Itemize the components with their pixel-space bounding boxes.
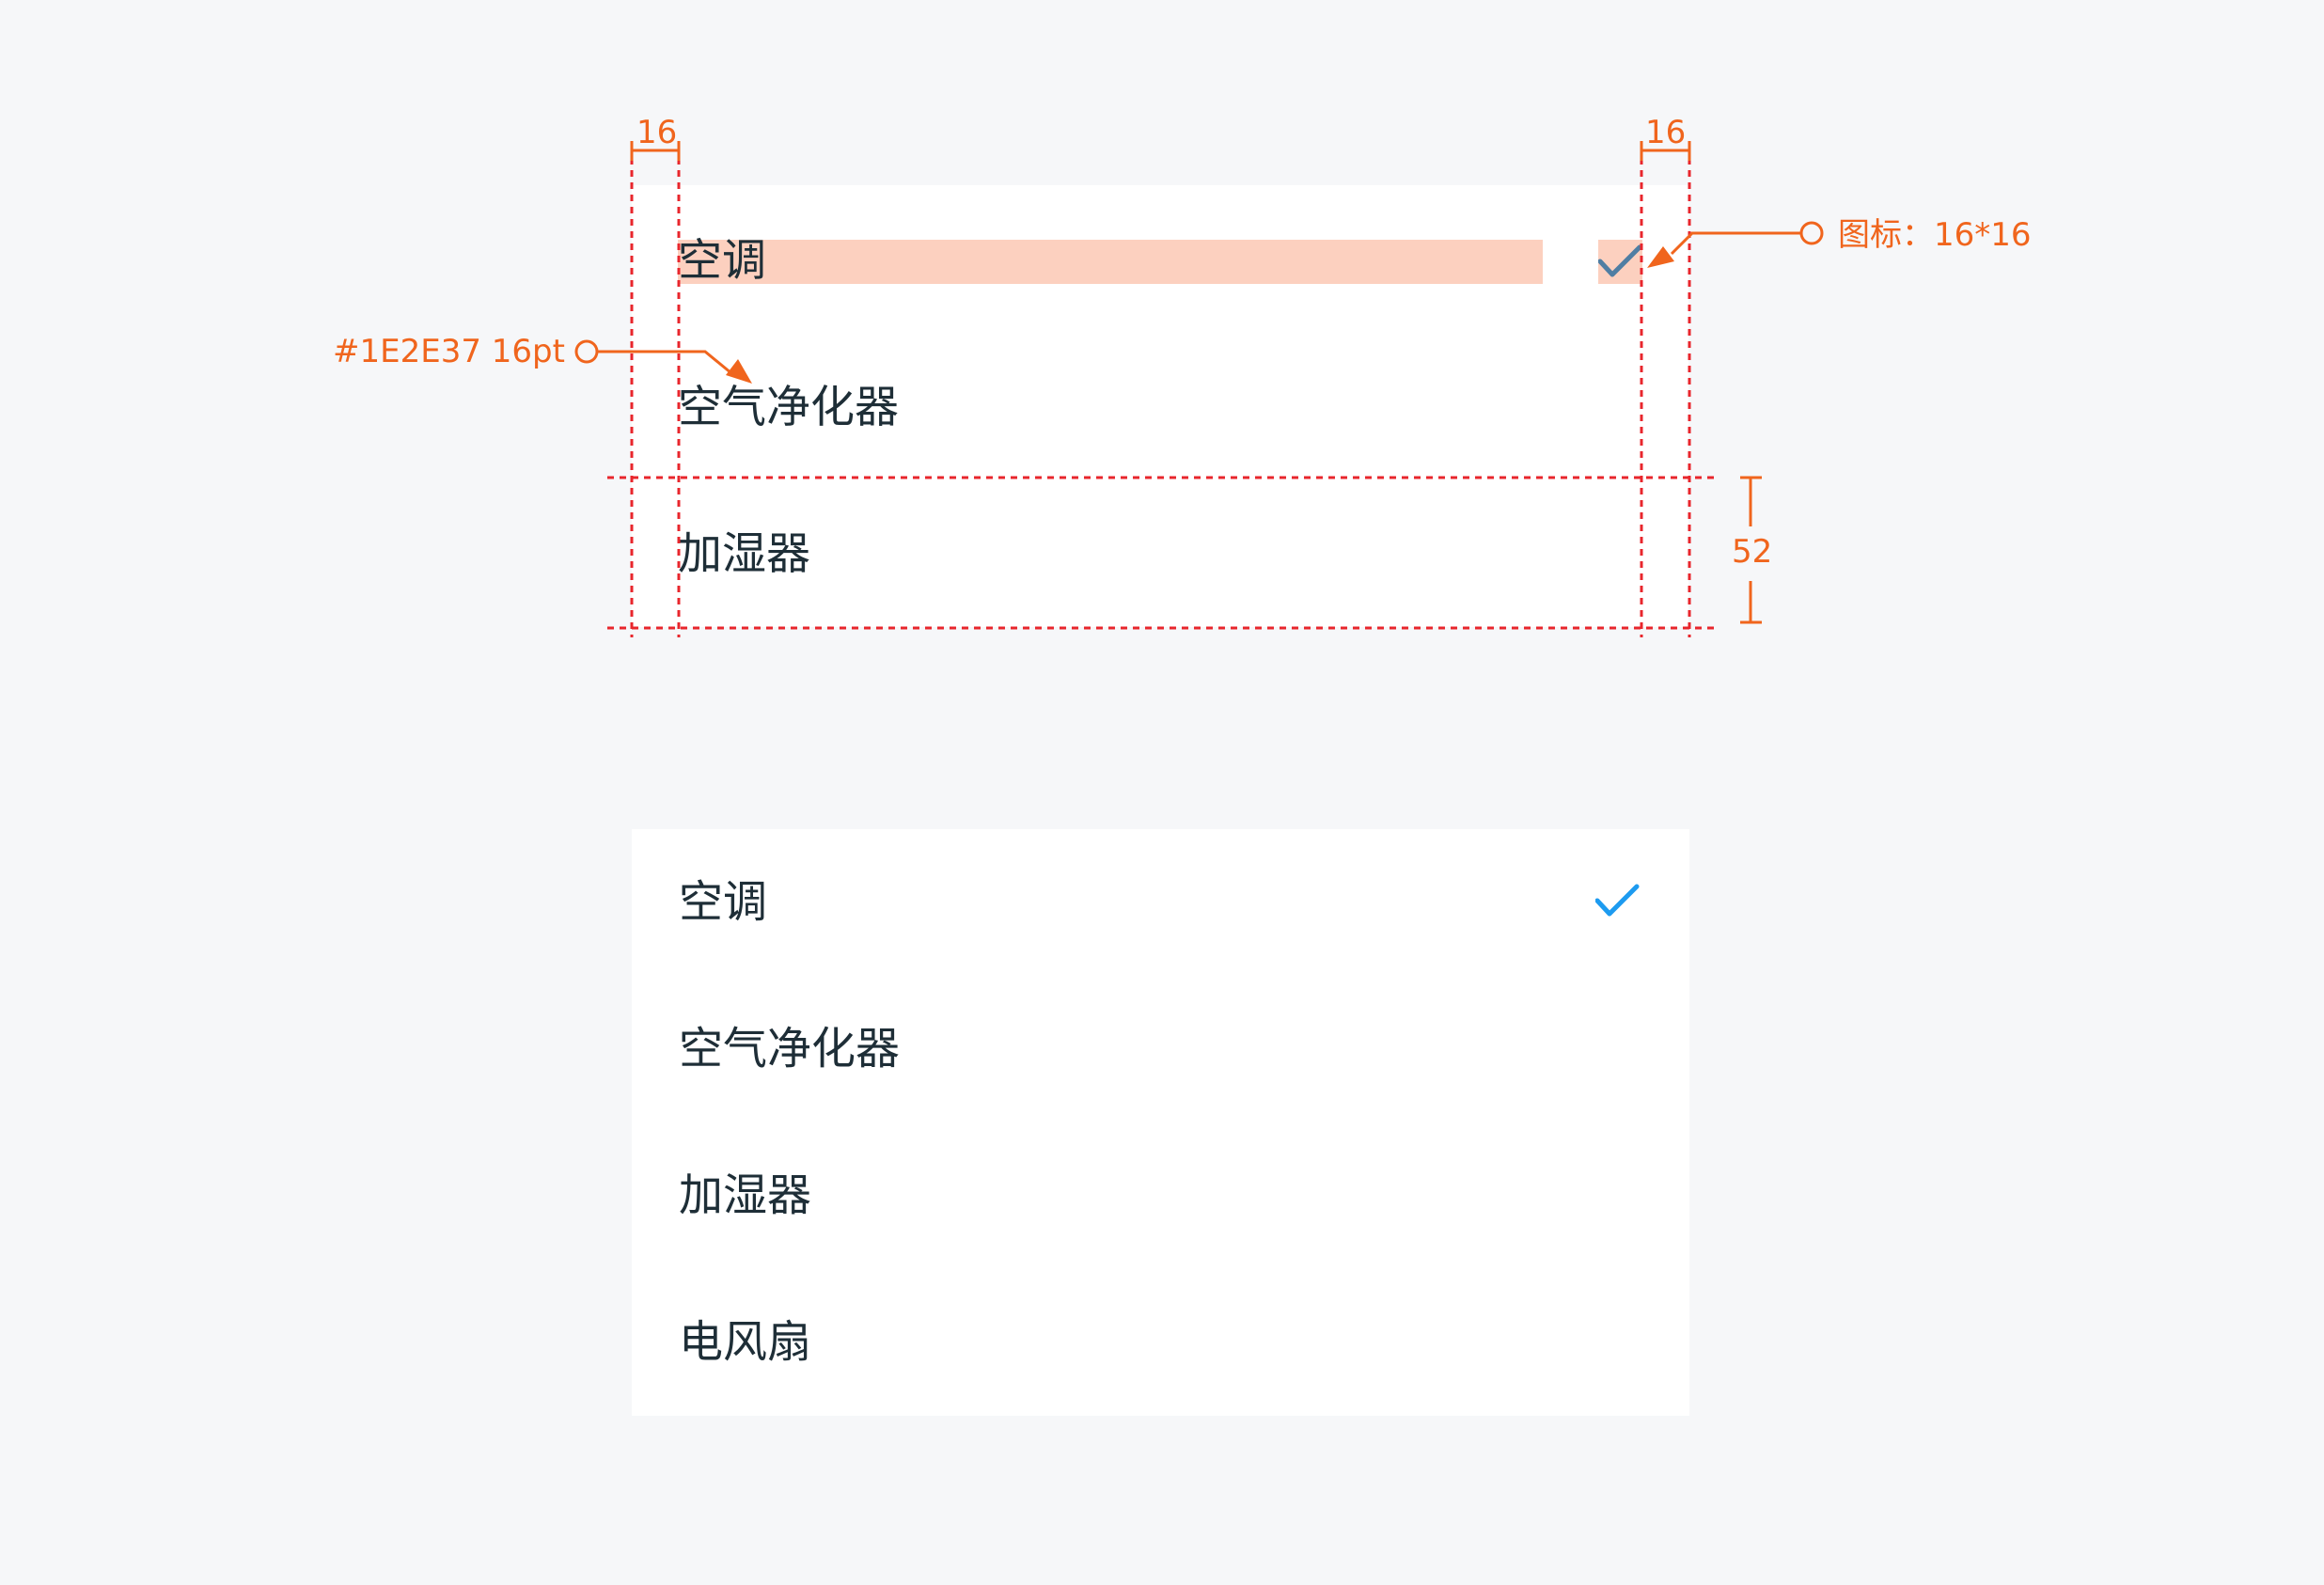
spec-item-humidifier: 加湿器 — [678, 528, 810, 580]
list-item-label: 电风扇 — [679, 1316, 811, 1369]
select-list: 空调 空气净化器 加湿器 电风扇 — [632, 829, 1689, 1416]
left-padding-label: 16 — [636, 114, 678, 151]
icon-size-label: 图标：16*16 — [1838, 216, 2032, 254]
spec-item-air-conditioner: 空调 — [678, 235, 766, 287]
spec-checkmark-icon — [1598, 244, 1642, 277]
list-item-label: 空气净化器 — [679, 1023, 900, 1075]
list-item-air-conditioner[interactable]: 空调 — [632, 829, 1689, 976]
text-area-highlight — [678, 240, 1543, 284]
list-item-air-purifier[interactable]: 空气净化器 — [632, 976, 1689, 1122]
list-item-label: 空调 — [679, 876, 767, 929]
list-item-humidifier[interactable]: 加湿器 — [632, 1122, 1689, 1269]
list-item-electric-fan[interactable]: 电风扇 — [632, 1269, 1689, 1416]
right-padding-label: 16 — [1645, 114, 1687, 151]
row-height-label: 52 — [1732, 533, 1773, 571]
icon-area-highlight — [1598, 240, 1642, 284]
text-style-label: #1E2E37 16pt — [333, 333, 565, 370]
list-item-label: 加湿器 — [679, 1169, 811, 1222]
checkmark-icon — [1595, 884, 1640, 917]
spec-item-air-purifier: 空气净化器 — [678, 382, 899, 433]
